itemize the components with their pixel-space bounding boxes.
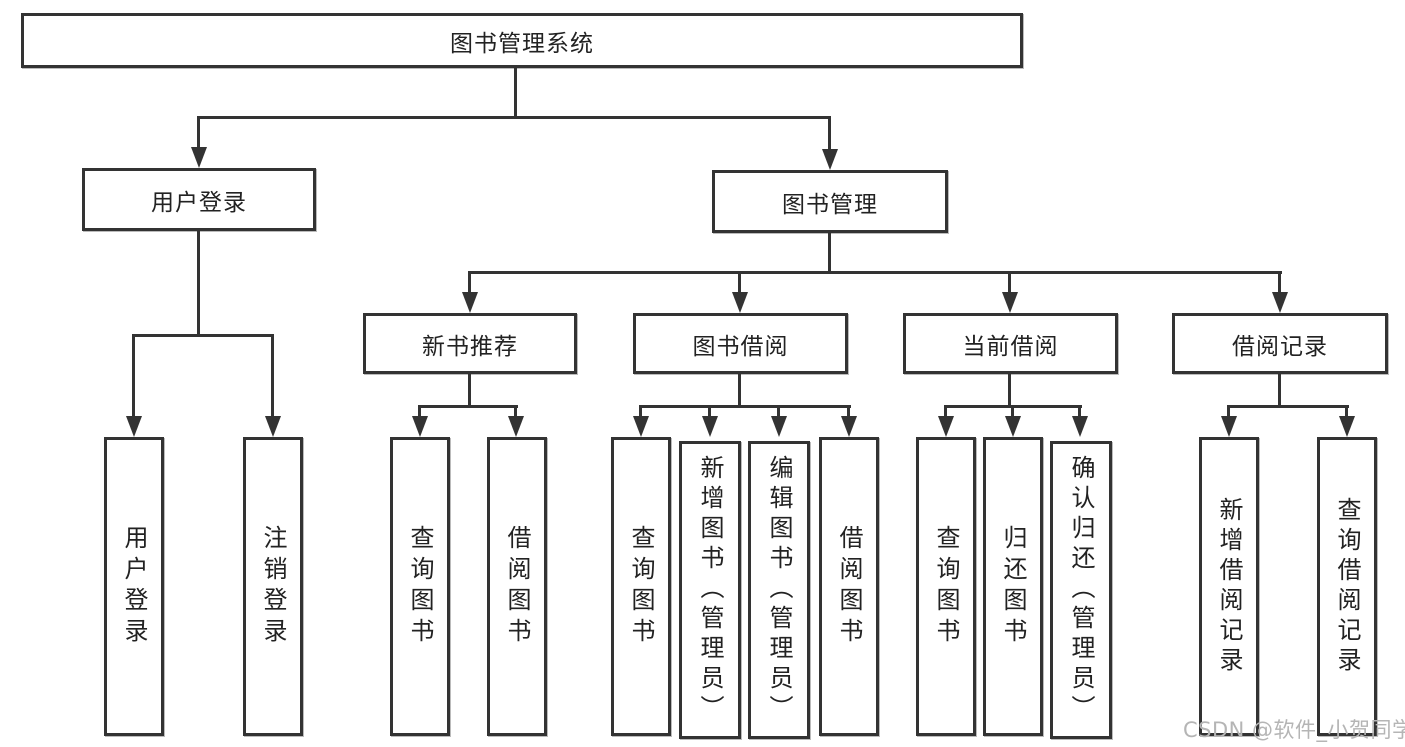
arrow-down-icon	[938, 416, 954, 437]
connector-line	[197, 116, 200, 148]
connector-line	[271, 334, 274, 417]
leaf-confirm-return-admin: 确认归还（管理员）	[1050, 441, 1112, 739]
arrow-down-icon	[412, 416, 428, 437]
connector-line	[468, 271, 471, 293]
arrow-down-icon	[508, 416, 524, 437]
arrow-down-icon	[822, 149, 838, 170]
connector-line	[1278, 271, 1281, 293]
node-book-borrowing: 图书借阅	[633, 313, 848, 374]
node-user-login: 用户登录	[82, 168, 316, 231]
connector-line	[1227, 405, 1349, 408]
leaf-borrow-books-1: 借阅图书	[487, 437, 547, 736]
arrow-down-icon	[191, 147, 207, 168]
connector-line	[132, 334, 274, 337]
connector-line	[639, 405, 642, 417]
node-book-management: 图书管理	[712, 170, 948, 233]
connector-line	[1008, 271, 1011, 293]
connector-line	[777, 405, 780, 417]
connector-line	[738, 271, 741, 293]
connector-line	[468, 271, 1282, 274]
leaf-edit-book-admin: 编辑图书（管理员）	[748, 441, 810, 739]
connector-line	[1008, 374, 1011, 408]
leaf-query-books-3: 查询图书	[916, 437, 976, 736]
leaf-query-books-2: 查询图书	[611, 437, 671, 736]
arrow-down-icon	[1221, 416, 1237, 437]
leaf-add-book-admin: 新增图书（管理员）	[679, 441, 741, 739]
connector-line	[708, 405, 711, 417]
connector-line	[468, 374, 471, 408]
watermark: CSDN @软件_小贺同学	[1183, 718, 1405, 742]
connector-line	[1078, 405, 1081, 417]
connector-line	[197, 231, 200, 337]
connector-line	[639, 405, 851, 408]
arrow-down-icon	[841, 416, 857, 437]
connector-line	[132, 334, 135, 417]
connector-line	[828, 233, 831, 274]
node-borrow-records: 借阅记录	[1172, 313, 1388, 374]
leaf-add-borrow-record: 新增借阅记录	[1199, 437, 1259, 736]
connector-line	[828, 116, 831, 150]
leaf-return-book: 归还图书	[983, 437, 1043, 736]
connector-line	[514, 68, 517, 118]
arrow-down-icon	[732, 292, 748, 313]
arrow-down-icon	[265, 416, 281, 437]
arrow-down-icon	[1072, 416, 1088, 437]
leaf-borrow-books-2: 借阅图书	[819, 437, 879, 736]
arrow-down-icon	[462, 292, 478, 313]
node-current-borrowing: 当前借阅	[903, 313, 1118, 374]
arrow-down-icon	[1272, 292, 1288, 313]
leaf-user-login: 用户登录	[104, 437, 164, 736]
arrow-down-icon	[633, 416, 649, 437]
leaf-query-borrow-record: 查询借阅记录	[1317, 437, 1377, 736]
connector-line	[1278, 374, 1281, 408]
arrow-down-icon	[1339, 416, 1355, 437]
arrow-down-icon	[771, 416, 787, 437]
leaf-logout-login: 注销登录	[243, 437, 303, 736]
connector-line	[418, 405, 518, 408]
arrow-down-icon	[1005, 416, 1021, 437]
node-new-book-recommend: 新书推荐	[363, 313, 577, 374]
arrow-down-icon	[702, 416, 718, 437]
node-root: 图书管理系统	[21, 13, 1023, 68]
connector-line	[197, 116, 831, 119]
arrow-down-icon	[1002, 292, 1018, 313]
connector-line	[738, 374, 741, 408]
connector-line	[1227, 405, 1230, 417]
arrow-down-icon	[126, 416, 142, 437]
connector-line	[847, 405, 850, 417]
connector-line	[514, 405, 517, 417]
connector-line	[1011, 405, 1014, 417]
connector-line	[418, 405, 421, 417]
connector-line	[1345, 405, 1348, 417]
connector-line	[944, 405, 947, 417]
leaf-query-books-1: 查询图书	[390, 437, 450, 736]
